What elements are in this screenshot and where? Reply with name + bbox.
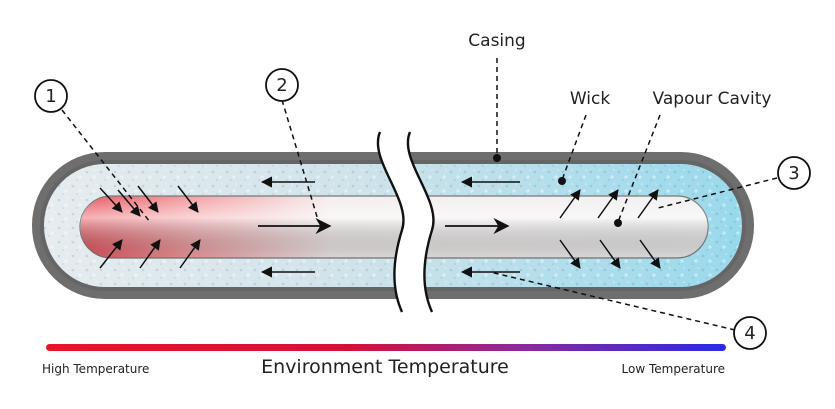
- leader-1: [61, 109, 151, 223]
- leader-vapour: [617, 114, 661, 223]
- marker-3: 3: [777, 156, 811, 190]
- scale-bar: [46, 344, 726, 351]
- leader-4: [489, 271, 736, 331]
- svg-text:1: 1: [45, 86, 56, 107]
- dot-wick: [558, 177, 566, 185]
- svg-text:4: 4: [744, 323, 755, 344]
- marker-4: 4: [733, 316, 767, 350]
- scale-high-label: High Temperature: [42, 362, 149, 376]
- dot-vapour: [614, 219, 622, 227]
- leader-wick: [561, 114, 587, 181]
- evaporation-arrows: [99, 185, 201, 269]
- dot-casing: [493, 154, 501, 162]
- scale-title: Environment Temperature: [261, 356, 509, 378]
- leader-lines: [61, 58, 778, 331]
- pipe-break: [376, 131, 435, 313]
- condensation-arrows: [559, 189, 661, 269]
- label-vapour-cavity: Vapour Cavity: [653, 89, 772, 109]
- leader-2: [281, 99, 319, 221]
- svg-text:3: 3: [788, 163, 799, 184]
- leader-dots: [493, 154, 622, 227]
- label-casing: Casing: [468, 31, 525, 51]
- marker-2: 2: [265, 68, 299, 102]
- vapour-cavity: [79, 195, 709, 259]
- label-wick: Wick: [570, 89, 611, 109]
- scale-low-label: Low Temperature: [622, 362, 725, 376]
- svg-text:2: 2: [276, 75, 287, 96]
- leader-3: [657, 177, 778, 209]
- temperature-scale: High Temperature Environment Temperature…: [42, 344, 726, 378]
- marker-1: 1: [34, 79, 68, 113]
